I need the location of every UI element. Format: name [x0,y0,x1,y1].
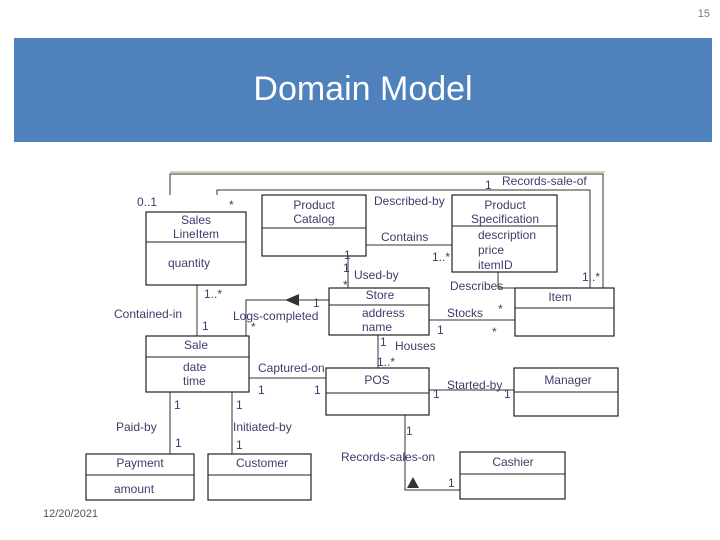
multiplicity: * [498,302,503,316]
label-started-by: Started-by [447,378,502,392]
class-name: Catalog [293,212,334,226]
multiplicity: 1 [485,178,492,192]
label-used-by: Used-by [354,268,399,282]
slide-date: 12/20/2021 [43,508,99,520]
multiplicity: 1 [202,319,209,333]
class-name: POS [364,373,389,387]
class-name: Product [484,198,526,212]
class-name: Cashier [492,455,533,469]
class-attribute: description [478,228,536,242]
class-attribute: date [183,360,207,374]
label-logs-completed: Logs-completed [233,309,318,323]
class-name: Store [366,288,395,302]
multiplicity: 1 [437,323,444,337]
class-attribute: amount [114,482,155,496]
class-pos[interactable]: POS [325,367,430,416]
multiplicity: 1 [433,387,440,401]
label-houses: Houses [395,339,436,353]
multiplicity: 0..1 [137,195,157,209]
multiplicity: * [343,278,348,292]
multiplicity-labels: 0..1 1 * 1 1..* 1 * 1..* 1..* 1 * 1 * 1 … [137,178,600,490]
multiplicity: 1 [236,438,243,452]
class-manager[interactable]: Manager [513,367,619,417]
class-attribute: price [478,243,504,257]
label-records-sale-of: Records-sale-of [502,174,587,188]
class-attribute: itemID [478,258,513,272]
class-attribute: quantity [168,256,210,270]
multiplicity: 1 [380,335,387,349]
multiplicity: 1 [313,296,320,310]
multiplicity: 1 [175,436,182,450]
multiplicity: 1 [314,383,321,397]
multiplicity: 1..* [582,270,600,284]
multiplicity: 1..* [377,355,395,369]
multiplicity: 1 [448,476,455,490]
multiplicity: 1 [236,398,243,412]
class-name: Customer [236,456,288,470]
multiplicity: * [251,320,256,334]
multiplicity: 1..* [432,250,450,264]
title-banner: Domain Model [14,38,712,142]
label-describes: Describes [450,279,503,293]
class-name: Specification [471,212,539,226]
class-store[interactable]: Store address name [328,287,430,336]
label-captured-on: Captured-on [258,361,325,375]
label-paid-by: Paid-by [116,420,157,434]
slide-title: Domain Model [253,70,473,108]
multiplicity: 1 [504,387,511,401]
class-name: Payment [116,456,164,470]
class-name: Item [548,290,571,304]
class-attribute: address [362,306,405,320]
logs-completed-arrow-icon [285,294,299,306]
multiplicity: 1 [258,383,265,397]
multiplicity: 1 [343,261,350,275]
class-product-catalog[interactable]: Product Catalog [261,194,367,257]
class-name: Product [293,198,335,212]
multiplicity: * [492,325,497,339]
class-name: Sales [181,213,211,227]
label-initiated-by: Initiated-by [233,420,292,434]
class-customer[interactable]: Customer [207,453,312,501]
class-sales-line-item[interactable]: Sales LineItem quantity [145,211,247,286]
page-number: 15 [697,8,710,20]
class-attribute: name [362,320,392,334]
association-labels: Records-sale-of Described-by Contains Us… [114,174,587,464]
association-lines [169,173,604,491]
multiplicity: * [229,198,234,212]
class-cashier[interactable]: Cashier [459,451,566,500]
class-name: Sale [184,338,208,352]
class-attribute: time [183,374,206,388]
multiplicity: 1 [344,248,351,262]
class-name: Manager [544,373,591,387]
multiplicity: 1 [406,424,413,438]
class-payment[interactable]: Payment amount [85,453,195,501]
label-described-by: Described-by [374,194,445,208]
class-item[interactable]: Item [514,287,615,337]
class-product-specification[interactable]: Product Specification description price … [451,194,558,273]
records-sales-on-arrow-icon [407,477,419,488]
label-records-sales-on: Records-sales-on [341,450,435,464]
label-contains: Contains [381,230,428,244]
class-sale[interactable]: Sale date time [145,335,250,393]
multiplicity: 1..* [204,287,222,301]
multiplicity: 1 [174,398,181,412]
class-name: LineItem [173,227,219,241]
label-stocks: Stocks [447,306,483,320]
label-contained-in: Contained-in [114,307,182,321]
